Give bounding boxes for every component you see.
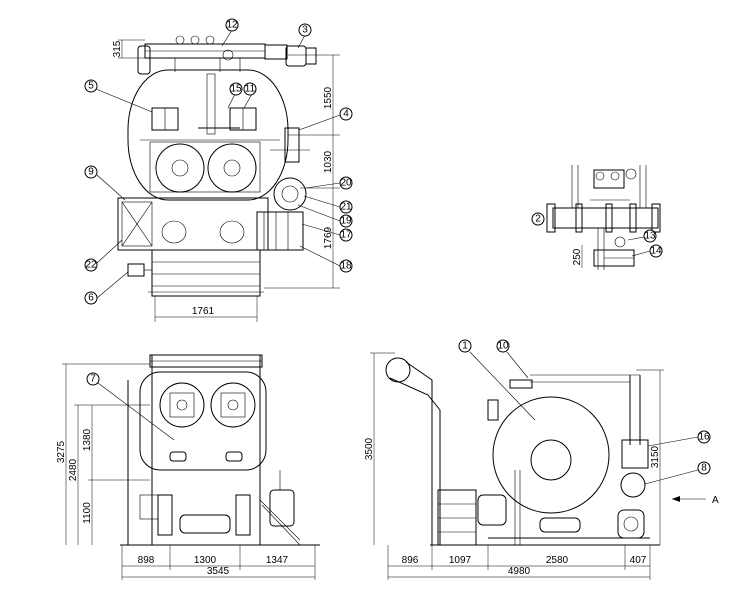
balloon-20: 20 (340, 178, 352, 189)
detail-view: 250 2 13 14 (531, 165, 663, 270)
dim-250: 250 (572, 248, 583, 265)
dim-407: 407 (630, 555, 647, 566)
balloon-15: 15 (230, 84, 242, 95)
dim-3150: 3150 (650, 445, 661, 468)
dim-1550: 1550 (323, 86, 334, 109)
view-marker-a: A (712, 495, 719, 506)
balloon-16: 16 (698, 432, 710, 443)
side-elevation (385, 357, 660, 546)
balloon-6: 6 (88, 293, 94, 304)
side-vessel (492, 396, 610, 514)
motor-body (285, 45, 307, 67)
dim-1347: 1347 (266, 555, 289, 566)
front-elevation (120, 354, 320, 546)
dim-2580: 2580 (546, 555, 569, 566)
side-dimensions: 3500 3150 896 1097 2580 407 4980 A 1 10 … (364, 339, 719, 580)
balloon-13: 13 (644, 231, 656, 242)
balloon-10: 10 (497, 341, 509, 352)
plan-view (117, 35, 317, 297)
pump-circle-left (155, 143, 205, 193)
base-frame (117, 197, 269, 251)
dim-1761: 1761 (192, 306, 215, 317)
balloon-5: 5 (88, 81, 94, 92)
balloon-4: 4 (343, 109, 349, 120)
dim-896: 896 (402, 555, 419, 566)
dim-1030: 1030 (323, 150, 334, 173)
dim-1380: 1380 (82, 428, 93, 451)
front-dimensions: 3275 2480 1380 1100 898 1300 1347 3545 7 (56, 363, 316, 580)
plan-dimensions: 315 1550 1030 1769 1761 (112, 39, 340, 322)
dim-1097: 1097 (449, 555, 472, 566)
vessel-outline (127, 69, 289, 201)
dim-3500: 3500 (364, 437, 375, 460)
dim-1100: 1100 (82, 502, 93, 524)
front-vessel (139, 371, 267, 471)
balloon-14: 14 (650, 246, 662, 257)
balloon-21: 21 (340, 202, 352, 213)
balloon-18: 18 (340, 261, 352, 272)
balloon-11: 11 (245, 84, 256, 95)
balloon-1: 1 (462, 341, 468, 352)
balloon-12: 12 (226, 20, 238, 31)
balloon-3: 3 (302, 25, 308, 36)
balloon-8: 8 (701, 463, 707, 474)
dim-4980: 4980 (508, 566, 531, 577)
balloon-9: 9 (88, 167, 94, 178)
pump-circle-right (207, 143, 257, 193)
view-arrow (672, 496, 680, 502)
side-pump (273, 177, 307, 211)
balloon-19: 19 (340, 216, 352, 227)
dim-315: 315 (112, 40, 123, 57)
balloon-7: 7 (90, 374, 96, 385)
dim-898: 898 (138, 555, 155, 566)
dim-3545: 3545 (207, 566, 230, 577)
plan-balloons: 12 3 5 15 11 4 9 20 21 19 17 22 (84, 18, 353, 305)
dim-3275: 3275 (56, 440, 67, 463)
dim-2480: 2480 (68, 458, 79, 481)
balloon-17: 17 (340, 230, 352, 241)
dim-1769: 1769 (323, 226, 334, 249)
balloon-22: 22 (85, 260, 97, 271)
dim-1300: 1300 (194, 555, 217, 566)
balloon-2: 2 (535, 214, 541, 225)
